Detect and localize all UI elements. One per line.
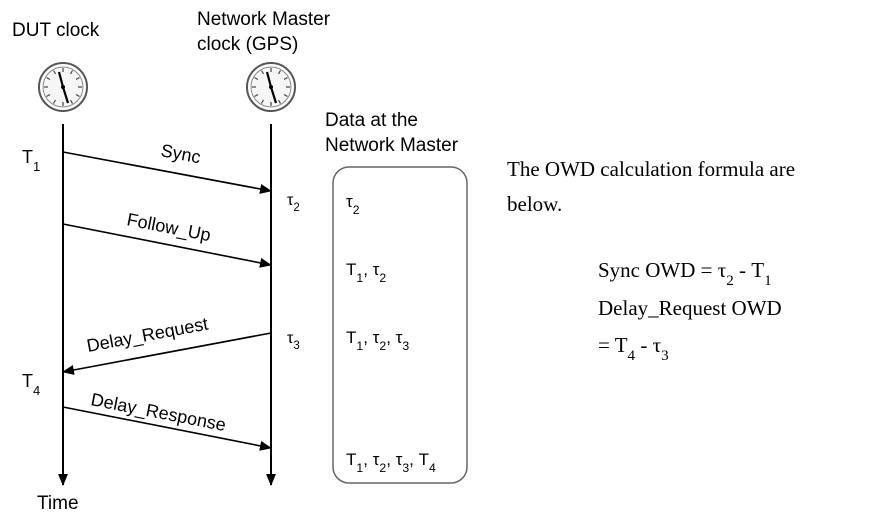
timestamp-base: T (22, 371, 33, 391)
delay-request-arrow (62, 332, 272, 375)
timestamp-base: T (346, 328, 356, 347)
timestamp-subscript: 1 (356, 271, 363, 285)
formula-subscript: 2 (726, 273, 734, 289)
timestamp-subscript: 3 (293, 340, 299, 352)
timestamp-subscript: 1 (33, 159, 40, 174)
timestamp-base: τ (287, 192, 294, 209)
formula-subscript: 1 (764, 273, 772, 289)
timestamp-subscript: 1 (356, 339, 363, 353)
sync-arrow (62, 151, 272, 194)
time-axis-label: Time (37, 493, 79, 513)
sync-owd-formula: Sync OWD = τ2 - T1 (598, 258, 772, 289)
master-clock-header-line1: Network Master (197, 9, 331, 30)
formula-part: τ (718, 258, 726, 282)
formula-subscript: 3 (661, 348, 669, 364)
master-timestamp-label: τ2 (287, 192, 300, 214)
master-clock-icon (246, 62, 296, 112)
formula-part: τ (653, 333, 661, 357)
follow-up-message-label: Follow_Up (125, 209, 212, 246)
timestamp-subscript: 2 (379, 461, 386, 475)
dut-clock-header: DUT clock (12, 20, 100, 41)
dut-timestamp-label: T4 (22, 371, 40, 398)
master-clock-header-line2: clock (GPS) (197, 34, 298, 55)
timestamp-subscript: 2 (293, 202, 299, 214)
delay-request-owd-formula: = T4 - τ3 (598, 333, 669, 364)
timestamp-subscript: 2 (379, 339, 386, 353)
delay-request-message-label: Delay_Request (85, 314, 210, 357)
formula-intro-line1: The OWD calculation formula are (507, 157, 795, 181)
data-box-entry: T1, τ2, τ3 (346, 328, 409, 353)
timestamp-subscript: 3 (402, 339, 409, 353)
data-box-entry: T1, τ2 (346, 260, 386, 285)
timestamp-base: T (22, 147, 33, 167)
delay-request-owd-label: Delay_Request OWD (598, 296, 782, 320)
timestamp-base: τ (346, 192, 353, 211)
formula-part: Sync OWD = (598, 258, 718, 282)
follow-up-arrow (62, 223, 272, 268)
timestamp-base: T (346, 450, 356, 469)
timestamp-subscript: 4 (33, 383, 40, 398)
sync-message-label: Sync (159, 140, 202, 167)
data-box-title-line1: Data at the (325, 110, 418, 131)
data-box-entry: T1, τ2, τ3, T4 (346, 450, 436, 475)
delay-response-message-label: Delay_Response (89, 389, 228, 436)
formula-intro-line2: below. (507, 192, 562, 216)
timestamp-base: τ (287, 330, 294, 347)
timestamp-subscript: 2 (353, 203, 360, 217)
data-box (332, 166, 468, 484)
formula-part: T (615, 333, 628, 357)
formula-subscript: 4 (628, 348, 636, 364)
timestamp-subscript: 2 (379, 271, 386, 285)
formula-part: - (734, 258, 752, 282)
timestamp-base: T (419, 450, 429, 469)
timestamp-subscript: 1 (356, 461, 363, 475)
timestamp-base: τ (396, 328, 403, 347)
timestamp-subscript: 3 (402, 461, 409, 475)
timestamp-base: τ (373, 328, 380, 347)
dut-timestamp-label: T1 (22, 147, 40, 174)
timestamp-base: T (346, 260, 356, 279)
delay-response-arrow (62, 406, 272, 451)
data-box-entry: τ2 (346, 192, 360, 217)
formula-part: T (751, 258, 764, 282)
formula-part: - (635, 333, 653, 357)
timestamp-base: τ (373, 260, 380, 279)
dut-clock-icon (38, 62, 88, 112)
master-timestamp-label: τ3 (287, 330, 300, 352)
timestamp-base: τ (396, 450, 403, 469)
data-box-title-line2: Network Master (325, 135, 459, 156)
timestamp-base: τ (373, 450, 380, 469)
formula-part: = (598, 333, 615, 357)
timestamp-subscript: 4 (429, 461, 436, 475)
